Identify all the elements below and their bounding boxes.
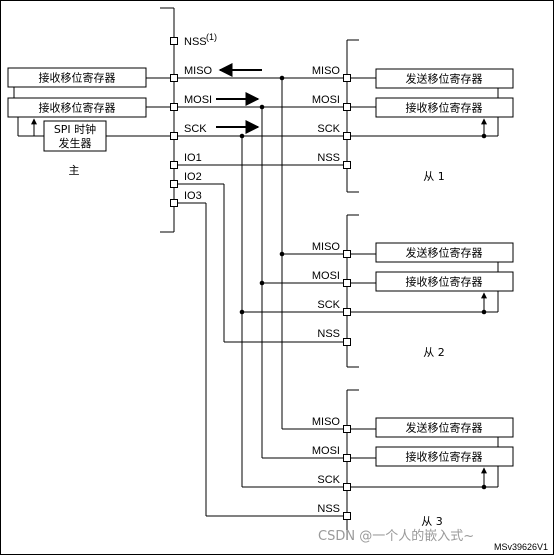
slave2-nss-label: NSS (317, 328, 340, 340)
slave3-tx-register (375, 417, 514, 438)
slave1-clock-junction (481, 133, 487, 139)
slave-2: MISO MOSI SCK NSS 发送移位寄存器 接收移位寄存器 从 2 (312, 214, 514, 368)
pin-nss-note: (1) (206, 32, 217, 42)
slave2-tx-label: 发送移位寄存器 (406, 246, 483, 260)
pin-nss (170, 37, 178, 45)
slave3-pin-sck (343, 483, 351, 491)
pin-sck-label: SCK (184, 123, 207, 135)
slave2-rx-register (375, 271, 514, 292)
junction-mosi-top (259, 104, 265, 110)
master-pins (170, 37, 178, 207)
slave3-rx-register (375, 446, 514, 467)
slave1-miso-label: MISO (312, 65, 341, 77)
spi-clock-generator (43, 120, 107, 152)
slave1-rx-register (375, 97, 514, 118)
slave2-mosi-label: MOSI (312, 270, 340, 282)
pin-io3-label: IO3 (184, 190, 202, 202)
clock-gen-line1: SPI 时钟 (54, 122, 96, 136)
slave2-caption: 从 2 (423, 346, 445, 359)
junction-sck-s2 (239, 309, 245, 315)
pin-nss-label: NSS (184, 36, 207, 48)
junction-mosi-s2 (259, 280, 265, 286)
slave3-rx-label: 接收移位寄存器 (406, 450, 483, 464)
pin-io3 (170, 199, 178, 207)
slave2-rx-label: 接收移位寄存器 (406, 275, 483, 289)
slave-1: MISO MOSI SCK NSS 发送移位寄存器 接收移位寄存器 从 1 (312, 39, 514, 193)
pin-io2-label: IO2 (184, 171, 202, 183)
slave-3: MISO MOSI SCK NSS 发送移位寄存器 接收移位寄存器 从 3 (312, 389, 514, 540)
slave3-pin-mosi (343, 454, 351, 462)
slave1-pin-sck (343, 132, 351, 140)
figure-code: MSv39626V1 (494, 542, 548, 552)
pin-miso (170, 74, 178, 82)
slave1-tx-register (375, 68, 514, 89)
slave3-sck-label: SCK (317, 474, 340, 486)
csdn-watermark: CSDN @一个人的嵌入式~ (318, 528, 474, 544)
slave3-tx-label: 发送移位寄存器 (406, 421, 483, 435)
master-reg2-label: 接收移位寄存器 (39, 101, 116, 115)
pin-io1-label: IO1 (184, 152, 202, 164)
slave3-pin-miso (343, 425, 351, 433)
slave1-pin-miso (343, 74, 351, 82)
slave2-pin-mosi (343, 279, 351, 287)
junction-miso-s2 (279, 251, 285, 257)
slave3-pin-nss (343, 512, 351, 520)
slave1-rx-label: 接收移位寄存器 (406, 101, 483, 115)
slave1-pin-mosi (343, 103, 351, 111)
master-reg1-label: 接收移位寄存器 (39, 71, 116, 85)
pin-io1 (170, 161, 178, 169)
slave1-nss-label: NSS (317, 152, 340, 164)
pin-miso-label: MISO (184, 65, 213, 77)
slave2-pin-nss (343, 338, 351, 346)
slave1-tx-label: 发送移位寄存器 (406, 72, 483, 86)
slave2-miso-label: MISO (312, 241, 341, 253)
slave1-pin-nss (343, 161, 351, 169)
junction-sck-top (239, 133, 245, 139)
pin-sck (170, 132, 178, 140)
slave3-nss-label: NSS (317, 503, 340, 515)
bus-wires (106, 75, 347, 517)
master-caption: 主 (69, 164, 80, 177)
clock-gen-line2: 发生器 (59, 136, 92, 150)
slave1-mosi-label: MOSI (312, 94, 340, 106)
slave3-mosi-label: MOSI (312, 445, 340, 457)
pin-mosi (170, 103, 178, 111)
slave2-tx-register (375, 242, 514, 263)
slave3-clock-junction (481, 484, 487, 490)
slave3-miso-label: MISO (312, 416, 341, 428)
junction-miso-top (279, 75, 285, 81)
slave2-sck-label: SCK (317, 299, 340, 311)
slave1-sck-label: SCK (317, 123, 340, 135)
slave2-clock-junction (481, 309, 487, 315)
slave2-pin-sck (343, 308, 351, 316)
pin-io2 (170, 180, 178, 188)
slave2-pin-miso (343, 250, 351, 258)
slave1-caption: 从 1 (423, 170, 445, 183)
pin-mosi-label: MOSI (184, 94, 212, 106)
slave3-caption: 从 3 (421, 515, 443, 528)
